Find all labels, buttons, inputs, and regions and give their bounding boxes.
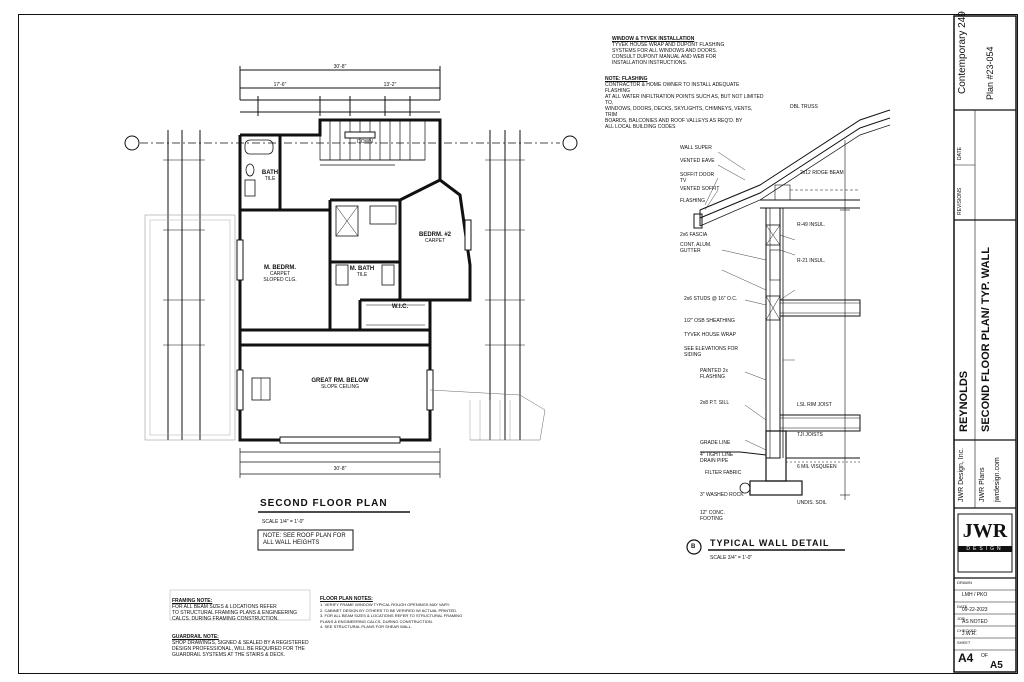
- sheet-label: SHEET: [957, 640, 971, 645]
- date-field-label: DATE: [957, 604, 968, 609]
- wall-label-16: 3" WASHED ROCK: [700, 492, 744, 498]
- wall-label-11: PAINTED 2x FLASHING: [700, 368, 728, 380]
- logo-sub: DESIGN: [958, 546, 1012, 552]
- company-name: JWR Design, Inc.: [958, 447, 965, 502]
- wall-label-4: FLASHING: [680, 198, 706, 204]
- checked-value: J.W.R.: [962, 631, 977, 637]
- drawn-value: LMH / PKO: [962, 592, 988, 598]
- dim-overall-top: 30'-8": [333, 64, 347, 70]
- section-marker-left: [124, 135, 140, 151]
- wall-label-0: WALL SUPER: [680, 145, 712, 151]
- wall-label-19: 2x12 RIDGE BEAM: [800, 170, 844, 176]
- wall-label-24: 6 MIL VISQUEEN: [797, 464, 837, 470]
- dim-overall-bottom: 30'-8": [333, 466, 347, 472]
- date-value: 09-22-2023: [962, 607, 988, 613]
- wall-label-17: 12" CONC. FOOTING: [700, 510, 725, 522]
- wall-label-1: VENTED EAVE: [680, 158, 715, 164]
- stair-down-label: DOWN: [357, 139, 373, 145]
- wall-label-6: CONT. ALUM. GUTTER: [680, 242, 712, 254]
- plan-number: Plan #23-054: [985, 46, 995, 100]
- wall-label-8: 1/2" OSB SHEATHING: [684, 318, 735, 324]
- wall-label-13: GRADE LINE: [700, 440, 731, 446]
- room-wic: W.I.C.: [391, 304, 409, 310]
- plan-scale: SCALE 1/4" = 1'-0": [262, 519, 305, 525]
- detail-tag-circle: [686, 539, 702, 555]
- wall-label-5: 2x6 FASCIA: [680, 232, 708, 238]
- sheet-value: A4: [958, 651, 974, 665]
- detail-scale: SCALE 3/4" = 1'-0": [710, 555, 753, 561]
- drawn-label: DRAWN: [957, 580, 972, 585]
- checked-label: CHECKED: [957, 628, 977, 633]
- drawing-sheet: [18, 14, 1018, 674]
- wall-label-10: SEE ELEVATIONS FOR SIDING: [684, 346, 738, 358]
- room-master-bedroom: M. BEDRM.CARPET SLOPED CLG.: [263, 265, 297, 283]
- note-floor-plan: FLOOR PLAN NOTES: 1. VERIFY FRAME WINDOW…: [320, 595, 463, 629]
- dim-sub-a: 17'-6": [273, 82, 287, 88]
- note-framing: FRAMING NOTE: FOR ALL BEAM SIZES & LOCAT…: [172, 598, 298, 622]
- sheet-total: A5: [990, 660, 1003, 671]
- wall-label-14: 4" TIGHT LINE DRAIN PIPE: [700, 452, 734, 464]
- plan-title: SECOND FLOOR PLAN: [260, 498, 388, 509]
- note-flashing: NOTE: FLASHING CONTRACTOR & HOME OWNER T…: [605, 76, 764, 130]
- sheet-title: SECOND FLOOR PLAN/ TYP. WALL: [980, 247, 992, 432]
- sheet-of: OF: [981, 653, 988, 659]
- note-guardrail: GUARDRAIL NOTE: SHOP DRAWINGS, SIGNED & …: [172, 634, 309, 658]
- logo: JWR: [962, 520, 1008, 542]
- wall-label-2: SOFFIT DOOR TV: [680, 172, 715, 184]
- website: jwrdesign.com: [994, 457, 1001, 502]
- wall-label-3: VENTED SOFFIT: [680, 186, 720, 192]
- job-label: JOB: [957, 616, 965, 621]
- wall-label-25: UNDIS. SOIL: [797, 500, 827, 506]
- detail-tag: B: [691, 544, 696, 550]
- wall-label-15: FILTER FABRIC: [705, 470, 742, 476]
- section-marker-right: [562, 135, 578, 151]
- wall-label-21: R-21 INSUL.: [797, 258, 826, 264]
- wall-label-12: 2x8 P.T. SILL: [700, 400, 730, 406]
- company-sub: JWR Plans: [979, 467, 986, 502]
- note-window-tyvek: WINDOW & TYVEK INSTALLATION TYVEK HOUSE …: [612, 36, 725, 66]
- plan-note-box: NOTE: SEE ROOF PLAN FOR ALL WALL HEIGHTS: [263, 533, 346, 546]
- job-value: AS NOTED: [962, 619, 988, 625]
- project-name: Contemporary 249: [957, 11, 968, 94]
- revisions-label: REVISIONS: [957, 187, 963, 215]
- wall-label-7: 2x6 STUDS @ 16" O.C.: [684, 296, 738, 302]
- wall-label-20: R-49 INSUL.: [797, 222, 826, 228]
- wall-label-22: LSL RIM JOIST: [797, 402, 832, 408]
- client-name: REYNOLDS: [958, 370, 970, 432]
- wall-label-9: TYVEK HOUSE WRAP: [684, 332, 736, 338]
- detail-title: TYPICAL WALL DETAIL: [710, 538, 830, 548]
- dim-sub-b: 13'-2": [383, 82, 397, 88]
- date-label: DATE: [957, 147, 963, 160]
- wall-label-18: DBL TRUSS: [790, 104, 818, 110]
- wall-label-23: TJI JOISTS: [797, 432, 823, 438]
